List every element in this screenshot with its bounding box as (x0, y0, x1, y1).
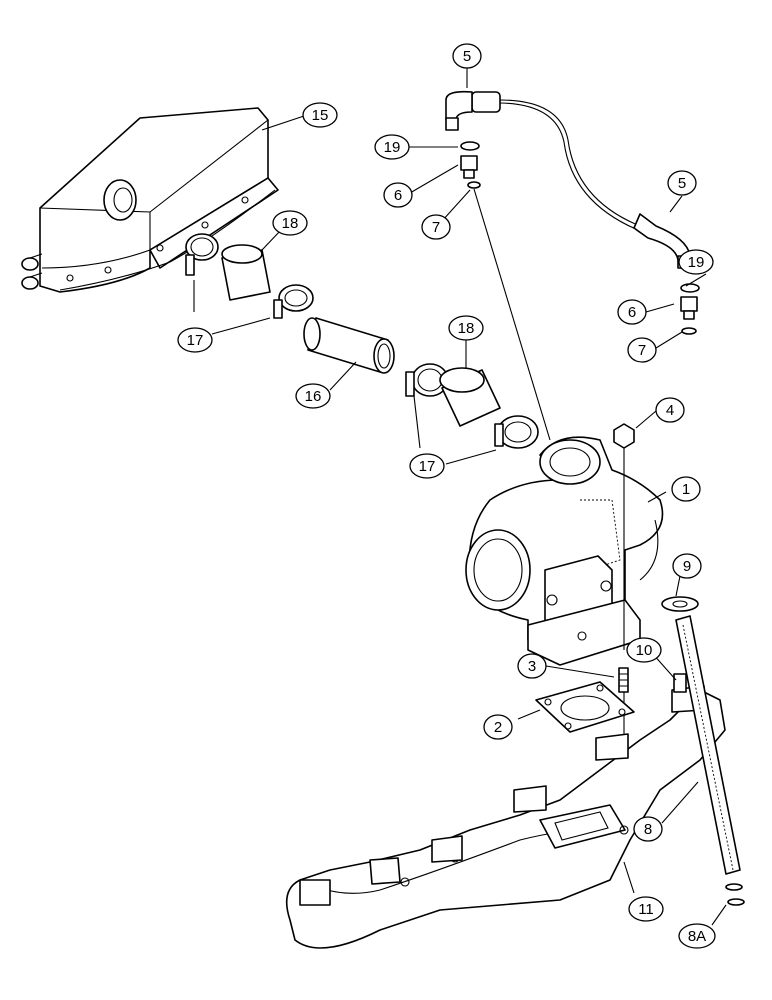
svg-text:6: 6 (628, 304, 636, 321)
svg-text:1: 1 (682, 481, 690, 498)
svg-text:10: 10 (636, 642, 653, 659)
svg-text:19: 19 (688, 254, 705, 271)
assembly-centerline (473, 188, 551, 441)
svg-text:11: 11 (638, 901, 654, 918)
aftercooler-housing (21, 107, 279, 293)
svg-text:15: 15 (312, 107, 329, 124)
svg-text:16: 16 (305, 388, 322, 405)
callout-6-upper[interactable]: 6 (383, 182, 413, 208)
callout-15[interactable]: 15 (302, 102, 338, 128)
o-ring-right (681, 327, 697, 335)
callout-1[interactable]: 1 (671, 476, 701, 502)
drain-tube-gasket (661, 596, 699, 612)
mounting-stud (618, 667, 629, 693)
callout-5-upper[interactable]: 5 (452, 43, 482, 69)
drain-o-rings (725, 883, 745, 906)
svg-text:5: 5 (463, 48, 471, 65)
callout-8a[interactable]: 8A (678, 923, 716, 949)
oil-supply-line (445, 90, 693, 269)
callout-3[interactable]: 3 (517, 653, 547, 679)
callout-6-right[interactable]: 6 (617, 299, 647, 325)
svg-text:18: 18 (458, 320, 475, 337)
svg-text:8: 8 (644, 821, 652, 838)
adapter-fitting-right (680, 296, 698, 320)
hose-clamp-upper-left (185, 233, 219, 276)
svg-text:17: 17 (187, 332, 204, 349)
callout-5-right[interactable]: 5 (667, 170, 697, 196)
svg-text:9: 9 (683, 558, 691, 575)
svg-text:5: 5 (678, 175, 686, 192)
svg-text:8A: 8A (688, 928, 706, 945)
callout-9[interactable]: 9 (672, 553, 702, 579)
svg-text:18: 18 (282, 215, 299, 232)
sealing-washer-right (680, 283, 700, 293)
callouts: 1 2 3 4 5 5 6 6 (177, 43, 716, 949)
svg-text:3: 3 (528, 658, 536, 675)
callout-19-right[interactable]: 19 (678, 249, 714, 275)
callout-18-upper[interactable]: 18 (272, 210, 308, 236)
svg-text:7: 7 (432, 219, 440, 236)
sealing-washer-upper (460, 141, 480, 151)
hose-sleeve-upper (221, 244, 271, 301)
callout-7-upper[interactable]: 7 (421, 214, 451, 240)
leader-lines (193, 68, 727, 926)
callout-17-upper[interactable]: 17 (177, 327, 213, 353)
callout-19-upper[interactable]: 19 (374, 134, 410, 160)
svg-text:4: 4 (666, 402, 674, 419)
o-ring-upper (467, 181, 481, 189)
callout-16[interactable]: 16 (295, 383, 331, 409)
callout-17-lower[interactable]: 17 (409, 453, 445, 479)
svg-text:19: 19 (384, 139, 401, 156)
svg-text:2: 2 (494, 719, 502, 736)
svg-text:6: 6 (394, 187, 402, 204)
intake-tube (303, 317, 395, 374)
oil-drain-tube (675, 615, 741, 875)
callout-2[interactable]: 2 (483, 714, 513, 740)
callout-8[interactable]: 8 (633, 816, 663, 842)
drain-fitting (673, 673, 687, 693)
callout-11[interactable]: 11 (628, 896, 664, 922)
turbocharger (465, 436, 664, 666)
callout-4[interactable]: 4 (655, 397, 685, 423)
callout-7-right[interactable]: 7 (627, 337, 657, 363)
hose-clamp-lower-right (494, 415, 539, 449)
callout-10[interactable]: 10 (626, 637, 662, 663)
flange-nut (613, 423, 635, 449)
adapter-fitting-upper (460, 155, 478, 179)
hose-clamp-upper-right (273, 284, 314, 319)
svg-text:17: 17 (419, 458, 436, 475)
hose-sleeve-lower (439, 367, 501, 427)
turbo-mounting-gasket (535, 681, 635, 733)
svg-text:7: 7 (638, 342, 646, 359)
callout-18-lower[interactable]: 18 (448, 315, 484, 341)
